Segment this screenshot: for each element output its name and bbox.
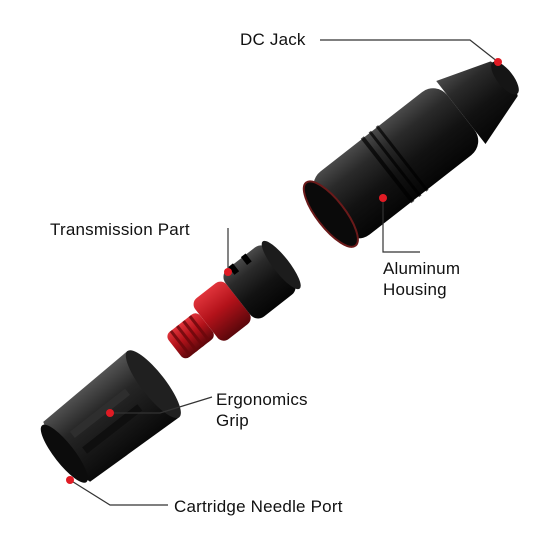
label-dc-jack: DC Jack: [240, 30, 306, 49]
marker-housing: [379, 194, 387, 202]
leader-lines: [69, 39, 499, 506]
marker-dots: [66, 58, 502, 484]
marker-needle-port: [66, 476, 74, 484]
aluminum-housing-part: [302, 61, 519, 248]
label-aluminum-line-1: Aluminum: [383, 259, 461, 278]
label-ergonomics-line-1: Ergonomics: [216, 390, 308, 409]
label-aluminum-housing: Aluminum Housing: [383, 258, 460, 300]
marker-dc-jack: [494, 58, 502, 66]
label-transmission-part: Transmission Part: [50, 220, 190, 239]
ergonomics-grip-part: [40, 350, 181, 483]
transmission-part: [167, 240, 301, 359]
label-cartridge-needle-port: Cartridge Needle Port: [174, 497, 343, 516]
label-ergonomics-grip: Ergonomics Grip: [216, 389, 308, 431]
marker-grip: [106, 409, 114, 417]
label-grip-line-2: Grip: [216, 411, 249, 430]
marker-transmission: [224, 268, 232, 276]
label-housing-line-2: Housing: [383, 280, 447, 299]
